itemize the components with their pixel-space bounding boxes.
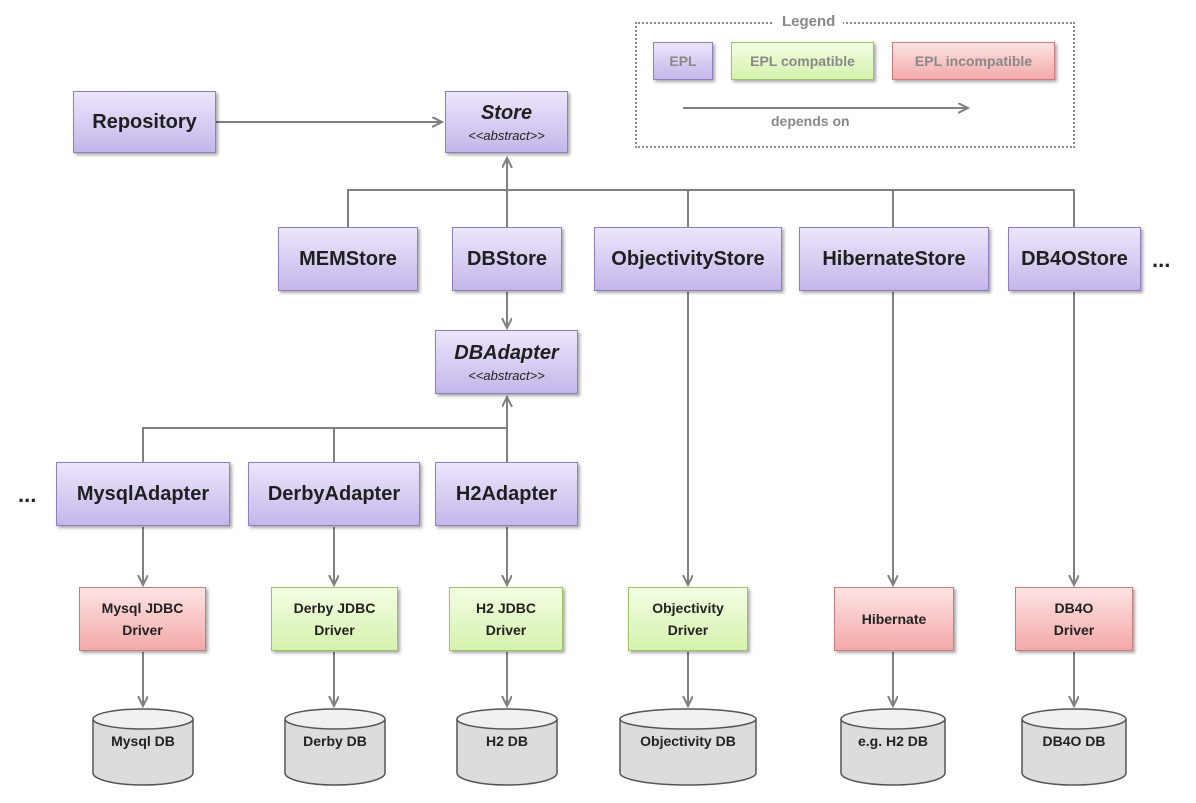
h2-db-cylinder: H2 DB xyxy=(456,707,558,789)
hibernate-driver-box: Hibernate xyxy=(834,587,954,651)
derby-driver-line2: Driver xyxy=(314,622,355,638)
database-icon xyxy=(284,708,386,786)
memstore-label: MEMStore xyxy=(299,247,397,270)
legend-epl-incompatible: EPL incompatible xyxy=(892,42,1055,80)
h2-driver-line2: Driver xyxy=(485,622,527,638)
h2adapter-label: H2Adapter xyxy=(455,482,558,505)
objectivity-driver-line1: Objectivity xyxy=(652,600,724,616)
more-stores-ellipsis: ... xyxy=(1152,247,1171,272)
mysql-db-cylinder: Mysql DB xyxy=(92,707,194,789)
hibernate-db-cylinder: e.g. H2 DB xyxy=(840,707,946,789)
objectivity-driver-box: Objectivity Driver xyxy=(628,587,748,651)
database-icon xyxy=(840,708,946,786)
mysql-driver-line2: Driver xyxy=(122,622,163,638)
legend-depends-on: depends on xyxy=(771,113,850,129)
store-label: Store xyxy=(480,101,533,124)
more-adapters-ellipsis: ... xyxy=(18,482,37,507)
h2-jdbc-driver-box: H2 JDBC Driver xyxy=(449,587,563,651)
dbadapter-label: DBAdapter xyxy=(454,341,559,364)
repository-label: Repository xyxy=(92,110,197,133)
hibernate-driver-line1: Hibernate xyxy=(861,611,927,627)
edge-adapters-bus xyxy=(142,427,507,462)
derby-db-label: Derby DB xyxy=(303,733,367,749)
objectivitystore-label: ObjectivityStore xyxy=(611,247,765,270)
legend xyxy=(635,22,1075,148)
database-icon xyxy=(456,708,558,786)
legend-epl-compatible-label: EPL compatible xyxy=(750,53,855,69)
db4o-driver-line2: Driver xyxy=(1053,622,1095,638)
store-box: Store <<abstract>> xyxy=(445,91,568,153)
dbadapter-box: DBAdapter <<abstract>> xyxy=(435,330,578,394)
db4ostore-label: DB4OStore xyxy=(1021,247,1128,270)
database-icon xyxy=(1021,708,1127,786)
database-icon xyxy=(619,708,757,786)
database-icon xyxy=(92,708,194,786)
store-stereotype: <<abstract>> xyxy=(468,127,545,143)
objectivity-db-label: Objectivity DB xyxy=(640,733,736,749)
db4o-db-label: DB4O DB xyxy=(1042,733,1106,749)
derbyadapter-box: DerbyAdapter xyxy=(248,462,420,526)
h2-driver-line1: H2 JDBC xyxy=(476,600,536,616)
legend-epl: EPL xyxy=(653,42,713,80)
derby-db-cylinder: Derby DB xyxy=(284,707,386,789)
mysql-db-label: Mysql DB xyxy=(111,733,175,749)
legend-epl-label: EPL xyxy=(669,53,697,69)
dbstore-box: DBStore xyxy=(452,227,562,291)
repository-box: Repository xyxy=(73,91,216,153)
h2-db-label: H2 DB xyxy=(485,733,528,749)
edge-stores-bus xyxy=(347,189,1075,227)
legend-title: Legend xyxy=(774,13,844,30)
db4o-driver-box: DB4O Driver xyxy=(1015,587,1133,651)
legend-epl-compatible: EPL compatible xyxy=(731,42,874,80)
dbstore-label: DBStore xyxy=(466,247,547,270)
derby-jdbc-driver-box: Derby JDBC Driver xyxy=(271,587,398,651)
hibernatestore-label: HibernateStore xyxy=(822,247,966,270)
hibernate-db-label: e.g. H2 DB xyxy=(857,733,928,749)
memstore-box: MEMStore xyxy=(278,227,418,291)
derby-driver-line1: Derby JDBC xyxy=(293,600,376,616)
db4ostore-box: DB4OStore xyxy=(1008,227,1141,291)
mysqladapter-box: MysqlAdapter xyxy=(56,462,230,526)
db4o-driver-line1: DB4O xyxy=(1054,600,1094,616)
objectivitystore-box: ObjectivityStore xyxy=(594,227,782,291)
derbyadapter-label: DerbyAdapter xyxy=(267,482,401,505)
dbadapter-stereotype: <<abstract>> xyxy=(468,367,545,383)
objectivity-driver-line2: Driver xyxy=(667,622,709,638)
mysql-jdbc-driver-box: Mysql JDBC Driver xyxy=(79,587,206,651)
objectivity-db-cylinder: Objectivity DB xyxy=(619,707,757,789)
db4o-db-cylinder: DB4O DB xyxy=(1021,707,1127,789)
h2adapter-box: H2Adapter xyxy=(435,462,578,526)
legend-epl-incompatible-label: EPL incompatible xyxy=(914,53,1033,69)
hibernatestore-box: HibernateStore xyxy=(799,227,989,291)
mysql-driver-line1: Mysql JDBC xyxy=(101,600,184,616)
mysqladapter-label: MysqlAdapter xyxy=(76,482,210,505)
